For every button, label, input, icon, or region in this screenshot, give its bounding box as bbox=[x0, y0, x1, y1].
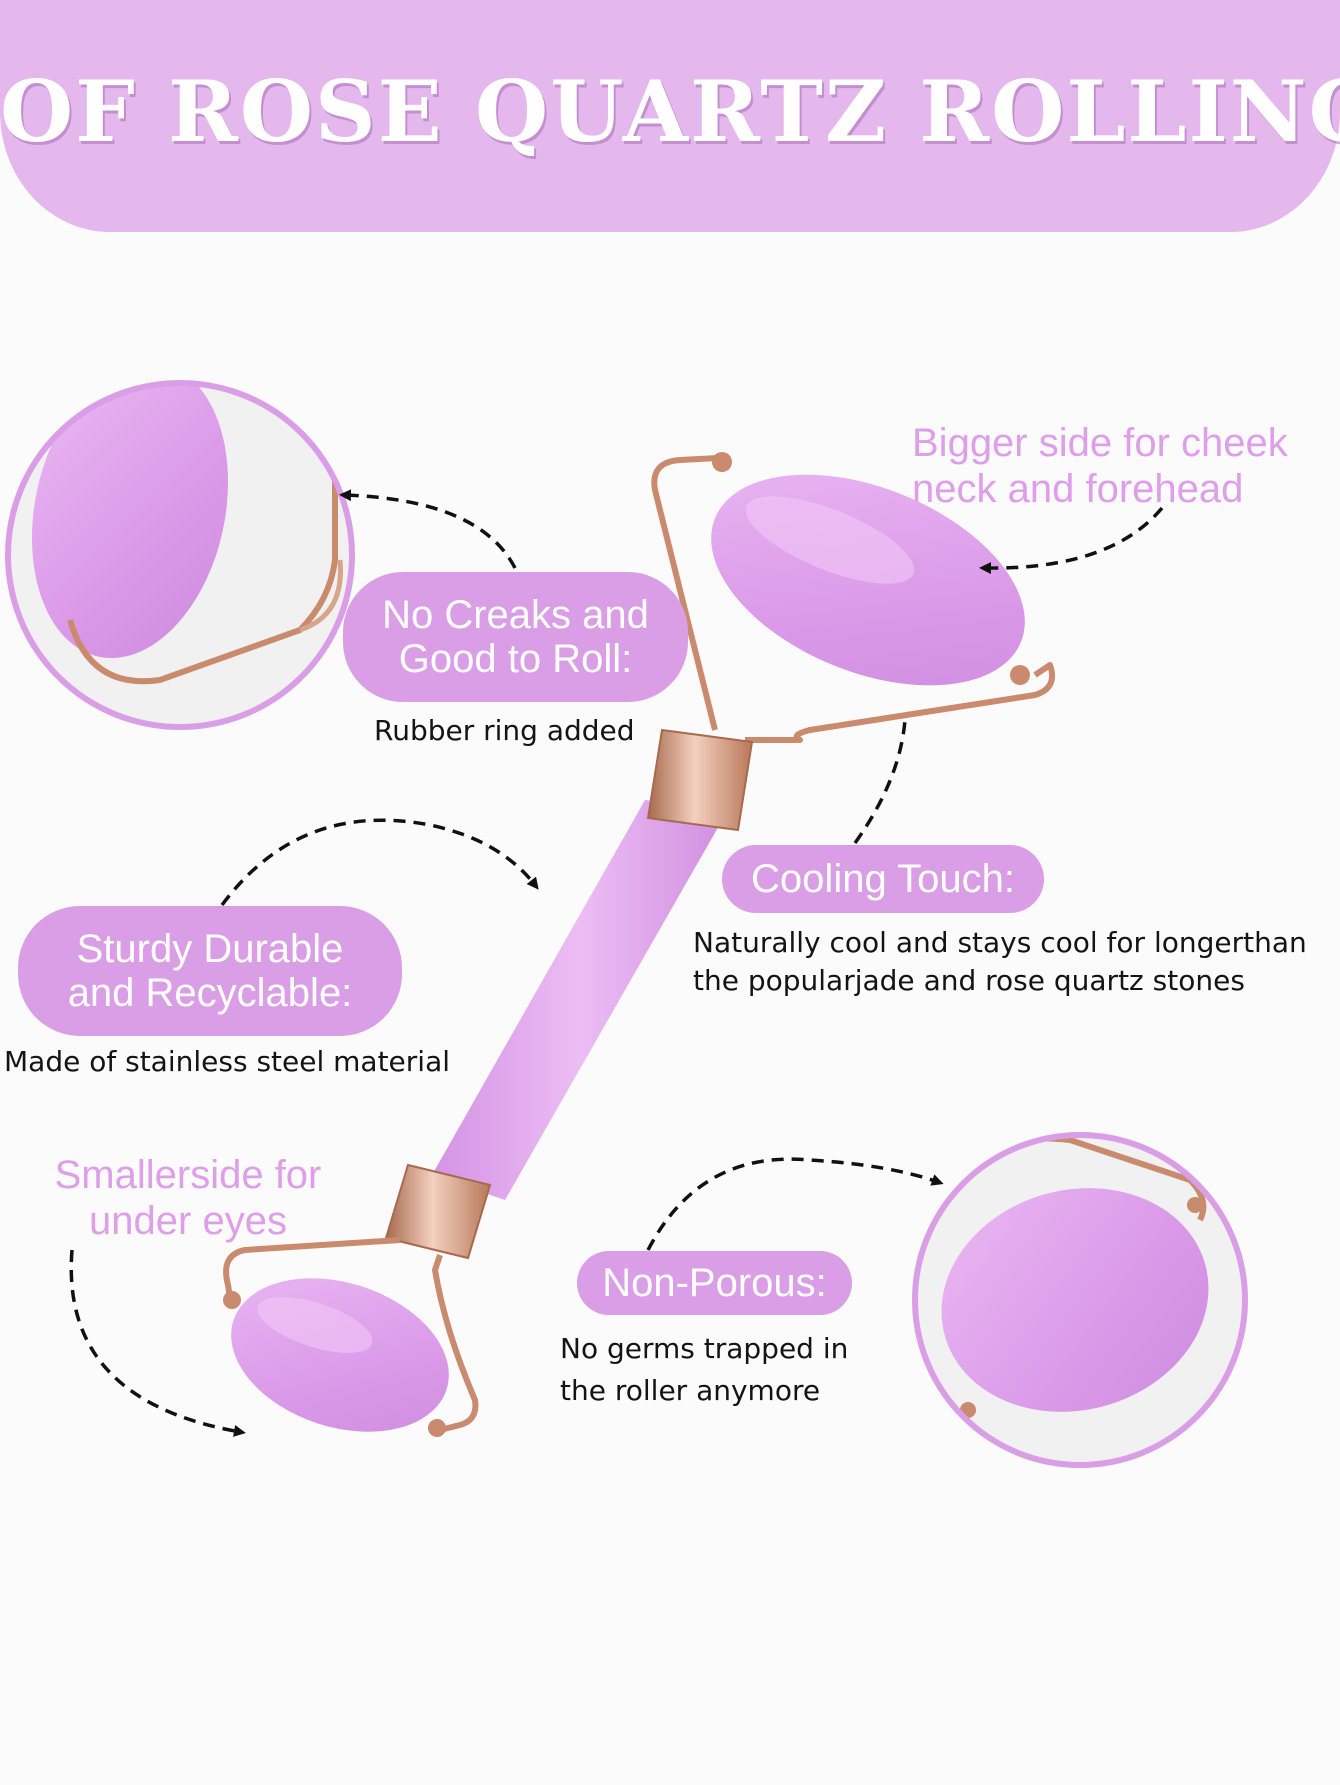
large-roller-stone bbox=[711, 452, 1030, 686]
note-smaller-side: Smallerside for under eyes bbox=[54, 1153, 322, 1243]
banner-title: OF ROSE QUARTZ ROLLING bbox=[0, 62, 1340, 161]
roller-handle bbox=[384, 728, 754, 1260]
arrow-to-top-circle bbox=[339, 489, 517, 569]
callout-sturdy-title: Sturdy Durable and Recyclable: bbox=[18, 906, 402, 1036]
zoom-circle-bottom bbox=[912, 1132, 1248, 1468]
callout-non-porous-title: Non-Porous: bbox=[577, 1251, 852, 1315]
roller-frame-top bbox=[651, 455, 1056, 743]
arrow-to-small-stone bbox=[69, 1249, 246, 1437]
callout-cooling-desc: Naturally cool and stays cool for longer… bbox=[693, 926, 1307, 997]
title-banner: OF ROSE QUARTZ ROLLING bbox=[0, 0, 1340, 232]
zoom-circle-top bbox=[5, 380, 355, 730]
arrow-to-handle bbox=[220, 818, 539, 907]
arrow-to-large-stone bbox=[979, 506, 1164, 575]
dashed-arrows bbox=[69, 489, 1164, 1437]
callout-no-creaks-desc: Rubber ring added bbox=[374, 714, 635, 747]
callout-non-porous-desc: No germs trapped in the roller anymore bbox=[560, 1332, 849, 1407]
note-bigger-side: Bigger side for cheek neck and forehead bbox=[912, 421, 1288, 511]
callout-no-creaks-title: No Creaks and Good to Roll: bbox=[343, 572, 688, 702]
small-roller-stone bbox=[223, 1278, 449, 1437]
callout-cooling-title: Cooling Touch: bbox=[722, 845, 1044, 913]
arrow-to-bottom-circle bbox=[646, 1157, 944, 1251]
callout-sturdy-desc: Made of stainless steel material bbox=[4, 1045, 451, 1078]
roller-frame-bottom bbox=[223, 1237, 479, 1433]
arrow-from-cooling bbox=[853, 719, 907, 845]
